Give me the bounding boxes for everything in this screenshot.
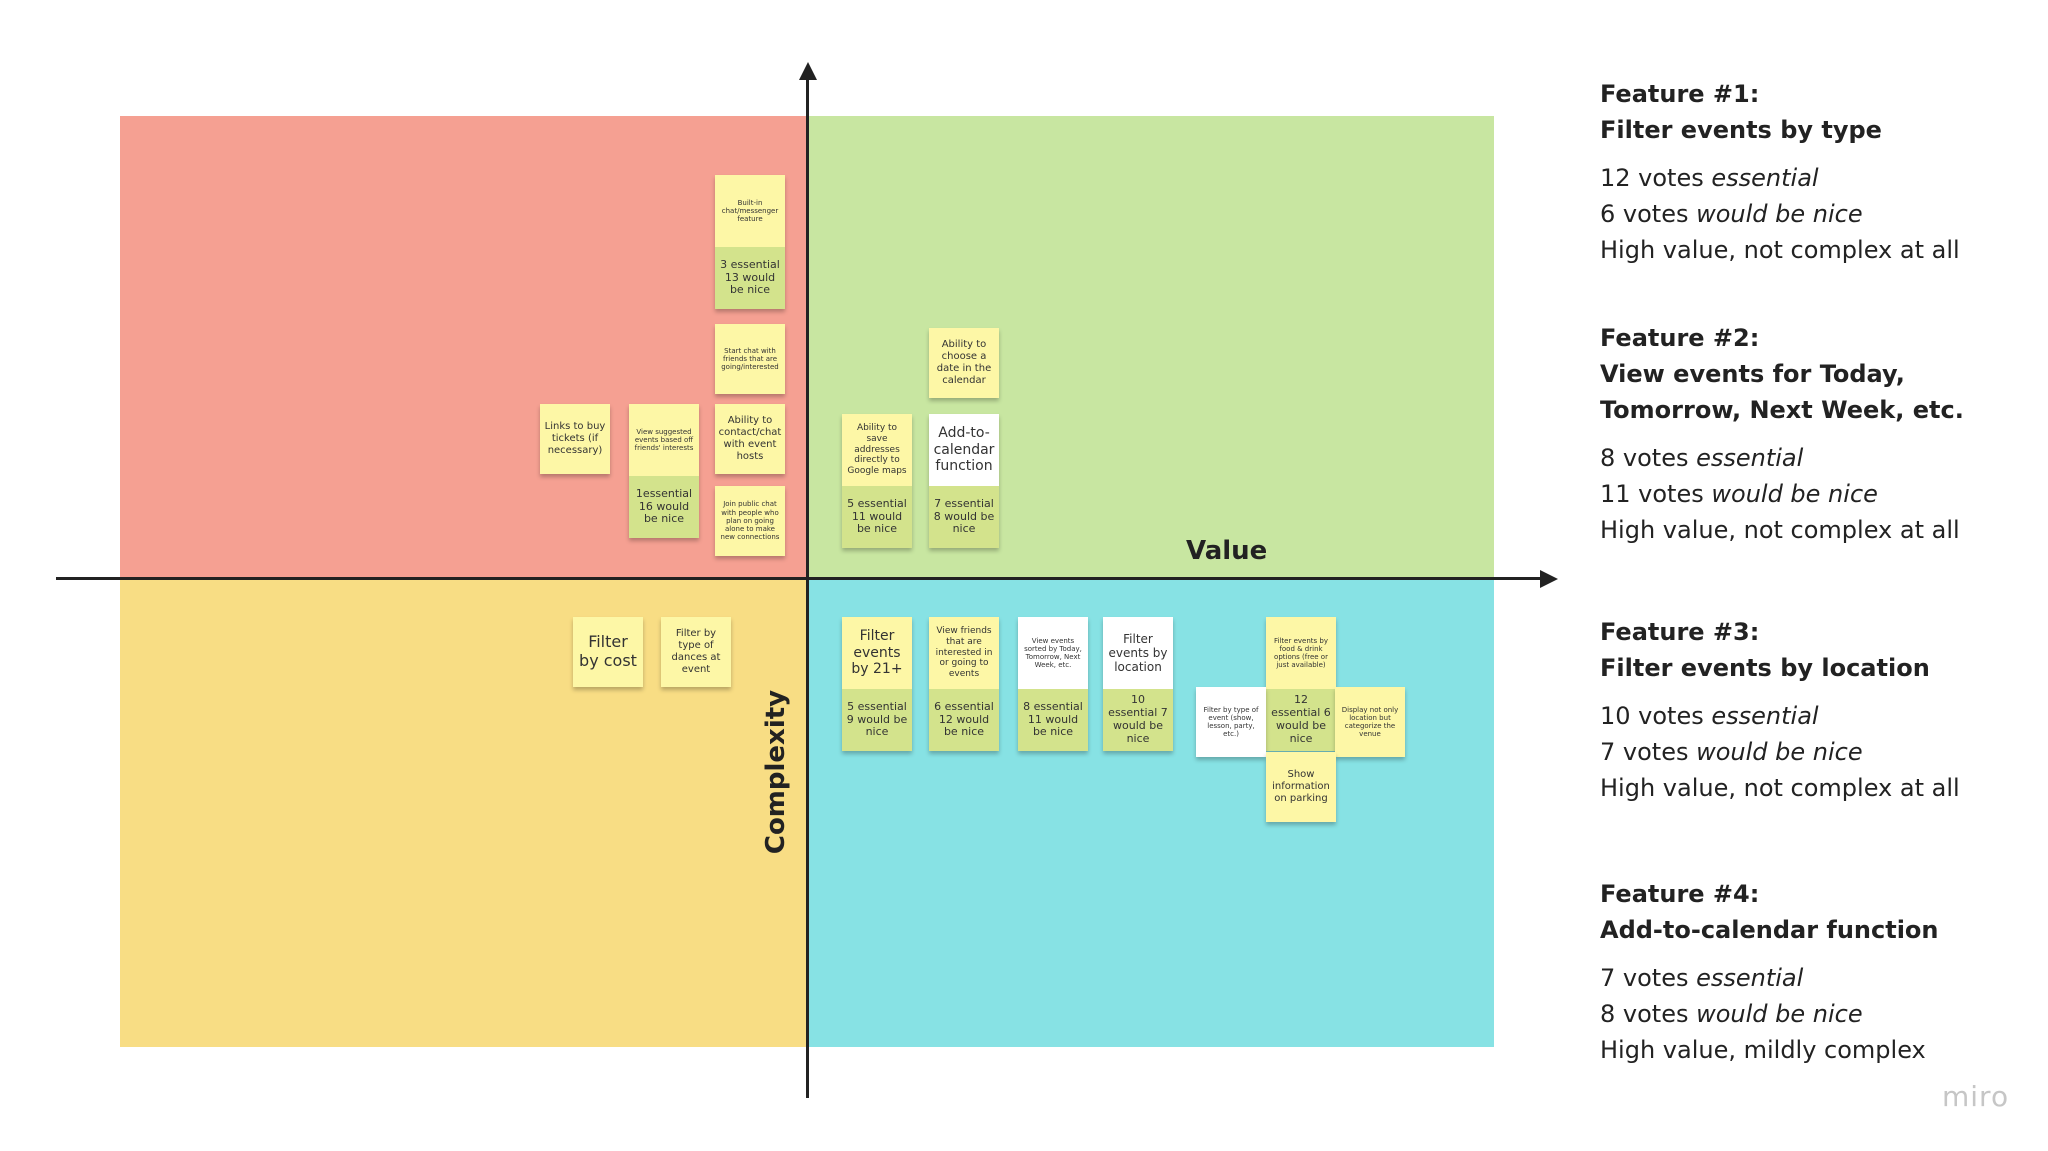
sticky-note-save-addresses[interactable]: Ability to save addresses directly to Go… <box>842 414 912 548</box>
feature-heading: Feature #4: <box>1600 880 1760 908</box>
sticky-note-chat-feature[interactable]: Built-in chat/messenger feature 3 essent… <box>715 175 785 309</box>
quadrant-high-complexity-low-value <box>120 116 807 578</box>
sticky-note-text: Filter by type of event (show, lesson, p… <box>1196 687 1266 757</box>
y-axis-label: Complexity <box>761 689 791 855</box>
sticky-note-public-chat[interactable]: Join public chat with people who plan on… <box>715 486 785 556</box>
sticky-note-text: Filter by type of dances at event <box>661 617 731 687</box>
sticky-note-text: Filter events by food & drink options (f… <box>1266 617 1336 689</box>
sticky-note-filter-type[interactable]: Filter by type of event (show, lesson, p… <box>1196 687 1266 757</box>
x-axis-label: Value <box>1186 536 1268 566</box>
sticky-note-filter-21[interactable]: Filter events by 21+ 5 essential 9 would… <box>842 617 912 751</box>
x-axis-line <box>56 577 1546 580</box>
feature-title: Add-to-calendar function <box>1600 916 1939 944</box>
sticky-note-filter-cost[interactable]: Filter by cost <box>573 617 643 687</box>
sticky-note-display-location[interactable]: Display not only location but categorize… <box>1335 687 1405 757</box>
feature-title: Filter events by type <box>1600 116 1882 144</box>
feature-title-continued: Tomorrow, Next Week, etc. <box>1600 396 1964 424</box>
sticky-note-votes: 1essential 16 would be nice <box>629 476 699 538</box>
sticky-note-votes: 7 essential 8 would be nice <box>929 486 999 548</box>
sticky-note-votes: 8 essential 11 would be nice <box>1018 689 1088 751</box>
sticky-note-votes: 3 essential 13 would be nice <box>715 247 785 309</box>
x-axis-arrow-icon <box>1540 570 1558 588</box>
sticky-note-suggested-events[interactable]: View suggested events based off friends'… <box>629 404 699 538</box>
sticky-note-votes: 10 essential 7 would be nice <box>1103 689 1173 751</box>
sticky-note-votes: 5 essential 9 would be nice <box>842 689 912 751</box>
sticky-note-votes: 6 essential 12 would be nice <box>929 689 999 751</box>
quadrant-high-complexity-high-value <box>807 116 1494 578</box>
sticky-note-filter-food[interactable]: Filter events by food & drink options (f… <box>1266 617 1336 751</box>
feature-nice-votes: 7 votes would be nice <box>1600 738 1863 766</box>
feature-essential-votes: 8 votes essential <box>1600 444 1804 472</box>
feature-nice-votes: 8 votes would be nice <box>1600 1000 1863 1028</box>
sticky-note-start-chat[interactable]: Start chat with friends that are going/i… <box>715 324 785 394</box>
sticky-note-text: Built-in chat/messenger feature <box>715 175 785 247</box>
sticky-note-votes: 12 essential 6 would be nice <box>1266 689 1336 751</box>
sticky-note-text: Start chat with friends that are going/i… <box>715 324 785 394</box>
sticky-note-text: Join public chat with people who plan on… <box>715 486 785 556</box>
sticky-note-parking[interactable]: Show information on parking <box>1266 752 1336 822</box>
feature-summary: High value, not complex at all <box>1600 516 1960 544</box>
sticky-note-text: Add-to-calendar function <box>929 414 999 486</box>
feature-title: Filter events by location <box>1600 654 1930 682</box>
sticky-note-text: Ability to contact/chat with event hosts <box>715 404 785 474</box>
sticky-note-text: Links to buy tickets (if necessary) <box>540 404 610 474</box>
feature-heading: Feature #2: <box>1600 324 1760 352</box>
sticky-note-text: Display not only location but categorize… <box>1335 687 1405 757</box>
feature-3: Feature #3: Filter events by location 10… <box>1600 614 2020 806</box>
feature-2: Feature #2: View events for Today, Tomor… <box>1600 320 2020 548</box>
sticky-note-friends-interested[interactable]: View friends that are interested in or g… <box>929 617 999 751</box>
sticky-note-contact-hosts[interactable]: Ability to contact/chat with event hosts <box>715 404 785 474</box>
feature-heading: Feature #3: <box>1600 618 1760 646</box>
feature-nice-votes: 6 votes would be nice <box>1600 200 1863 228</box>
sticky-note-text: Filter by cost <box>573 617 643 687</box>
feature-essential-votes: 10 votes essential <box>1600 702 1819 730</box>
sticky-note-choose-date[interactable]: Ability to choose a date in the calendar <box>929 328 999 398</box>
sticky-note-text: Ability to choose a date in the calendar <box>929 328 999 398</box>
sticky-note-text: Filter events by location <box>1103 617 1173 689</box>
sticky-note-text: View friends that are interested in or g… <box>929 617 999 689</box>
feature-title: View events for Today, <box>1600 360 1905 388</box>
feature-essential-votes: 7 votes essential <box>1600 964 1804 992</box>
sticky-note-votes: 5 essential 11 would be nice <box>842 486 912 548</box>
sticky-note-text: Filter events by 21+ <box>842 617 912 689</box>
feature-summary: High value, not complex at all <box>1600 774 1960 802</box>
sticky-note-text: Ability to save addresses directly to Go… <box>842 414 912 486</box>
feature-heading: Feature #1: <box>1600 80 1760 108</box>
feature-1: Feature #1: Filter events by type 12 vot… <box>1600 76 2020 268</box>
sticky-note-filter-dances[interactable]: Filter by type of dances at event <box>661 617 731 687</box>
sticky-note-text: View suggested events based off friends'… <box>629 404 699 476</box>
feature-essential-votes: 12 votes essential <box>1600 164 1819 192</box>
miro-logo: miro <box>1942 1080 2010 1113</box>
feature-nice-votes: 11 votes would be nice <box>1600 480 1878 508</box>
sticky-note-sorted-today[interactable]: View events sorted by Today, Tomorrow, N… <box>1018 617 1088 751</box>
sticky-note-links-tickets[interactable]: Links to buy tickets (if necessary) <box>540 404 610 474</box>
feature-summary: High value, mildly complex <box>1600 1036 1926 1064</box>
sticky-note-text: Show information on parking <box>1266 752 1336 822</box>
feature-summary: High value, not complex at all <box>1600 236 1960 264</box>
y-axis-line <box>806 78 809 1098</box>
sticky-note-text: View events sorted by Today, Tomorrow, N… <box>1018 617 1088 689</box>
feature-4: Feature #4: Add-to-calendar function 7 v… <box>1600 876 2020 1068</box>
sticky-note-add-calendar[interactable]: Add-to-calendar function 7 essential 8 w… <box>929 414 999 548</box>
y-axis-arrow-icon <box>799 62 817 80</box>
sticky-note-filter-location[interactable]: Filter events by location 10 essential 7… <box>1103 617 1173 751</box>
